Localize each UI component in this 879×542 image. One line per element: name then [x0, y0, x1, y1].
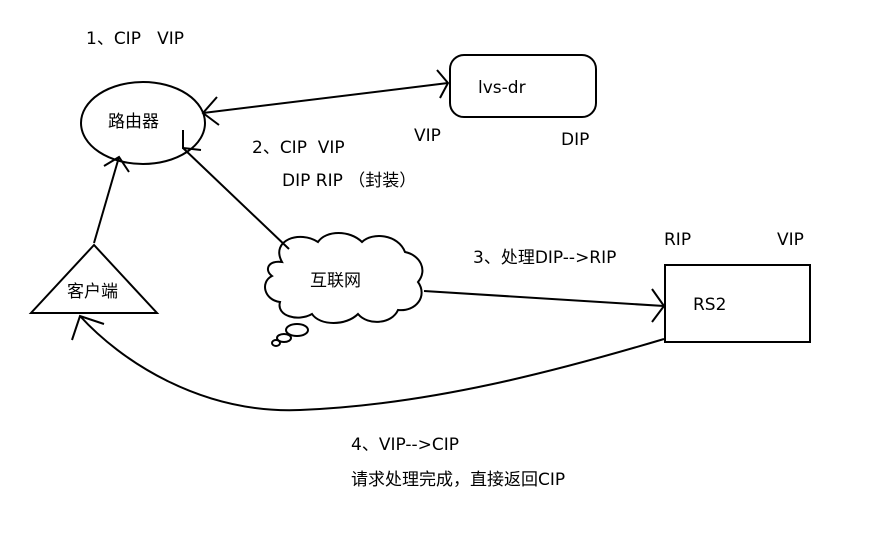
cloud-tail-small	[271, 339, 281, 347]
step2-line1: 2、CIP VIP	[252, 138, 345, 158]
step1-label: 1、CIP VIP	[86, 29, 185, 49]
rs-rip-label: RIP	[664, 230, 692, 250]
router-node	[80, 81, 206, 165]
arrowhead-router-left	[103, 155, 130, 173]
arrowhead-client	[71, 314, 105, 341]
router-label: 路由器	[108, 112, 159, 132]
internet-cloud-node	[264, 232, 424, 324]
cloud-tail-medium	[276, 333, 292, 343]
cloud-tail-large	[285, 323, 309, 337]
lvs-dr-label: lvs-dr	[478, 78, 526, 98]
step4-line1: 4、VIP-->CIP	[351, 435, 459, 455]
rs2-node	[664, 264, 811, 343]
client-router-arrow	[93, 156, 120, 244]
step2-line2: DIP RIP （封装）	[282, 171, 417, 191]
rs2-client-return-curve	[79, 315, 665, 412]
arrowhead-router-right	[201, 96, 220, 126]
arrowhead-lvs	[436, 69, 450, 99]
step3-label: 3、处理DIP-->RIP	[473, 248, 617, 268]
client-label: 客户端	[67, 282, 118, 302]
lvs-dip-label: DIP	[561, 130, 590, 150]
lvs-vip-label: VIP	[414, 126, 441, 146]
internet-label: 互联网	[310, 271, 361, 291]
rs2-label: RS2	[693, 295, 727, 315]
router-lvs-arrow	[202, 82, 449, 114]
lvs-dr-node	[449, 54, 597, 118]
arrowhead-router-bottom	[182, 130, 202, 151]
rs-vip-label: VIP	[777, 230, 804, 250]
internet-router-arrow	[182, 147, 290, 250]
internet-rs2-arrow	[423, 290, 665, 307]
arrowhead-rs2	[651, 288, 666, 323]
step4-line2: 请求处理完成，直接返回CIP	[351, 470, 566, 490]
client-node	[28, 243, 160, 314]
